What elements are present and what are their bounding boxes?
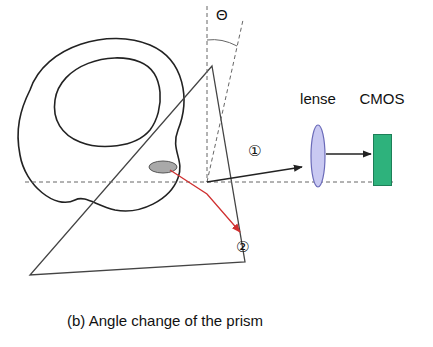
tilted-axis	[207, 20, 243, 182]
prism	[30, 66, 245, 275]
lens-outline	[311, 125, 325, 187]
caption: (b) Angle change of the prism	[0, 312, 330, 329]
vertical-axis	[207, 6, 208, 182]
ray-2	[170, 170, 240, 232]
ray-1	[207, 167, 302, 182]
inner-outline	[54, 58, 160, 147]
callout-number: ②	[236, 238, 249, 256]
cmos-sensor: CMOS	[356, 90, 409, 188]
lens-shape	[296, 124, 340, 188]
cmos-sensor-outline	[373, 135, 391, 186]
angle-arc	[207, 40, 237, 46]
light-arrow	[326, 153, 371, 154]
callout-number: ①	[248, 142, 261, 160]
angle-symbol: Θ	[216, 6, 228, 23]
part-label: CMOS	[356, 90, 409, 107]
head-outline	[18, 39, 184, 211]
cmos-sensor-shape	[356, 134, 409, 186]
lens: lense	[296, 90, 340, 190]
part-label: lense	[296, 90, 340, 107]
